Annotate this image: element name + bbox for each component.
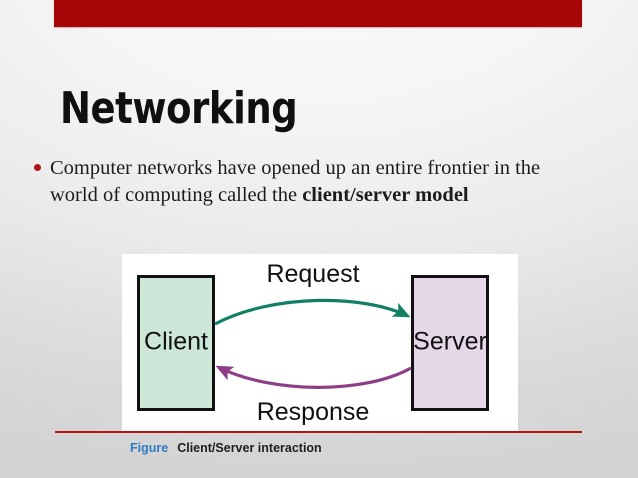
figure-panel: Client Server Request Response xyxy=(122,254,518,432)
list-item: Computer networks have opened up an enti… xyxy=(34,155,590,209)
caption-divider-rule xyxy=(55,431,582,433)
round-bullet-icon xyxy=(34,164,41,171)
diagram-edge-request-arrow xyxy=(214,298,411,326)
page-title: Networking xyxy=(60,83,298,134)
figure-caption: Figure Client/Server interaction xyxy=(130,441,322,455)
diagram-edge-response-label: Response xyxy=(257,398,370,426)
body-bullet-list: Computer networks have opened up an enti… xyxy=(34,155,590,209)
diagram-node-server xyxy=(411,275,489,411)
figure-caption-text: Client/Server interaction xyxy=(177,441,322,455)
client-server-diagram: Client Server Request Response xyxy=(137,260,489,426)
bullet-text: Computer networks have opened up an enti… xyxy=(50,155,590,209)
bullet-text-plain: Computer networks have opened up an enti… xyxy=(50,157,541,206)
figure-caption-label: Figure xyxy=(130,441,169,455)
diagram-node-server-label: Server xyxy=(413,328,487,356)
diagram-node-client-label: Client xyxy=(144,328,208,356)
bullet-text-emphasis: client/server model xyxy=(302,184,469,206)
diagram-node-client xyxy=(137,275,215,411)
header-accent-bar xyxy=(54,0,582,27)
diagram-edge-response-arrow xyxy=(215,365,412,389)
diagram-edge-request-label: Request xyxy=(266,260,359,288)
